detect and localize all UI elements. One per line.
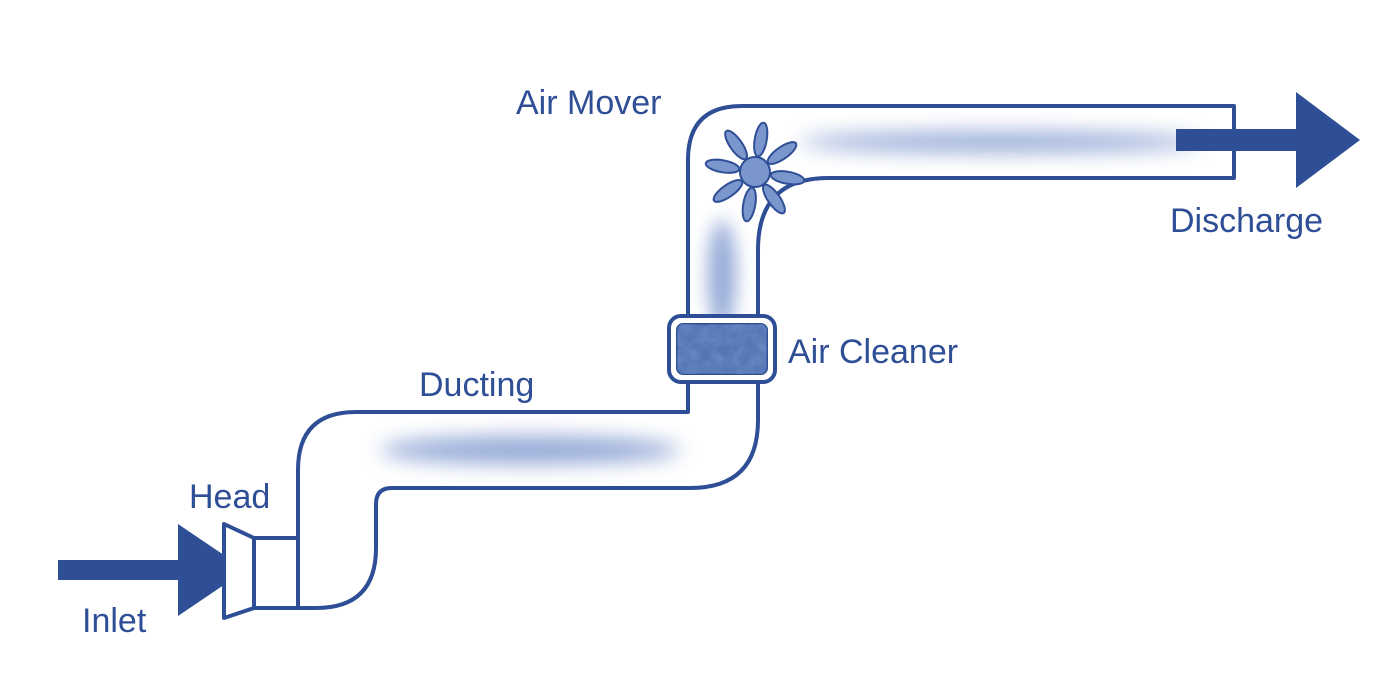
fan-blade — [766, 141, 798, 165]
filter-icon — [667, 314, 777, 384]
head-label: Head — [189, 478, 271, 516]
inlet-arrow-icon — [58, 524, 246, 616]
fan-blade — [762, 183, 786, 215]
ducting-path — [296, 104, 1236, 610]
fan-hub — [739, 156, 771, 188]
fan-blade — [753, 121, 769, 158]
airflow-streaks — [380, 132, 1200, 464]
inlet-label: Inlet — [82, 602, 147, 640]
hood-icon — [222, 522, 300, 620]
fan-icon — [704, 121, 806, 223]
discharge-label: Discharge — [1170, 202, 1324, 240]
air-cleaner-label: Air Cleaner — [788, 333, 959, 371]
air-mover-label: Air Mover — [516, 84, 662, 122]
fan-blade — [724, 129, 748, 161]
discharge-arrow-icon — [1176, 92, 1360, 188]
fan-blade — [741, 186, 757, 223]
ducting-label: Ducting — [419, 366, 535, 404]
fan-blade — [712, 179, 744, 203]
